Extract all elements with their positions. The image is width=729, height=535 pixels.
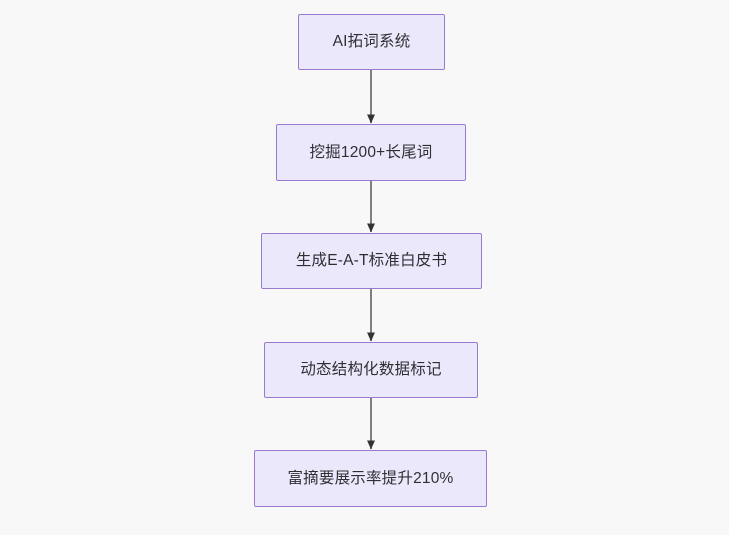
- node-label: 富摘要展示率提升210%: [287, 469, 454, 487]
- flowchart-node-ai-keyword-system[interactable]: AI拓词系统: [298, 14, 445, 70]
- flowchart-node-dynamic-structured-data-markup[interactable]: 动态结构化数据标记: [264, 342, 478, 398]
- flowchart-node-generate-eat-whitepaper[interactable]: 生成E-A-T标准白皮书: [261, 233, 482, 289]
- flowchart-node-rich-snippet-impression-uplift[interactable]: 富摘要展示率提升210%: [254, 450, 487, 507]
- node-label: 生成E-A-T标准白皮书: [295, 252, 448, 270]
- node-label: AI拓词系统: [332, 33, 411, 51]
- node-label: 动态结构化数据标记: [300, 361, 442, 379]
- node-label: 挖掘1200+长尾词: [309, 143, 433, 161]
- flowchart-node-mine-longtail-keywords[interactable]: 挖掘1200+长尾词: [276, 124, 466, 181]
